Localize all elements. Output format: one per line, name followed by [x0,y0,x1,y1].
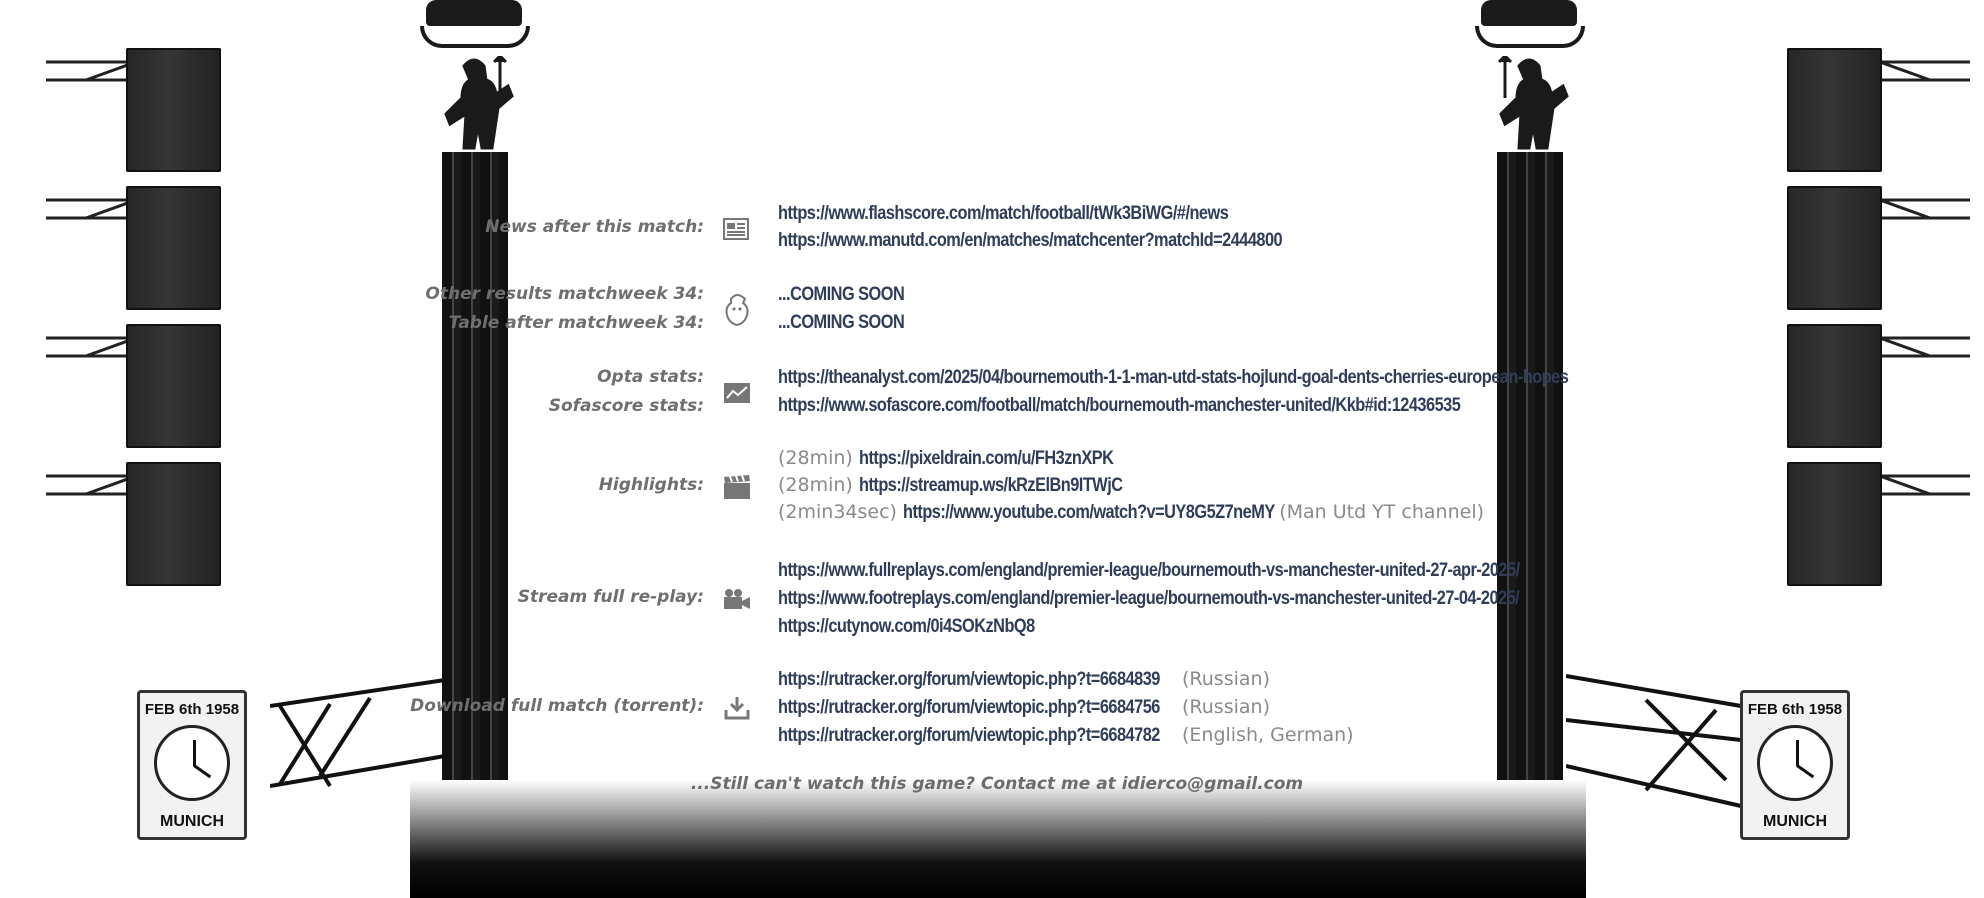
left-speaker-stack [126,48,221,600]
replay-link-footreplays[interactable]: https://www.footreplays.com/england/prem… [778,588,1520,609]
red-devil-icon [444,56,514,150]
chart-icon [722,378,752,408]
torrent-language: (Russian) [1182,696,1270,718]
left-pillar [420,0,530,898]
highlights-label: Highlights: [598,475,704,495]
download-links: https://rutracker.org/forum/viewtopic.ph… [778,666,1354,750]
pillar-scroll [1475,26,1585,48]
sofascore-link[interactable]: https://www.sofascore.com/football/match… [778,395,1461,416]
speaker [1787,462,1882,586]
news-link-flashscore[interactable]: https://www.flashscore.com/match/footbal… [778,203,1229,224]
torrent-link[interactable]: https://rutracker.org/forum/viewtopic.ph… [778,697,1160,718]
clock-date: FEB 6th 1958 [1747,701,1843,718]
highlight-link-pixeldrain[interactable]: https://pixeldrain.com/u/FH3znXPK [858,448,1114,469]
right-truss-icon [1880,60,1970,496]
right-pillar [1475,0,1585,898]
left-truss-icon [46,60,136,496]
video-camera-icon [722,584,752,614]
highlight-source-note: (Man Utd YT channel) [1279,501,1485,523]
newspaper-icon [722,214,752,244]
highlight-duration: (28min) [778,474,853,496]
speaker [1787,186,1882,310]
left-clock-truss-icon [270,678,446,788]
table-value: ...COMING SOON [778,312,905,333]
opta-label: Opta stats: [597,367,704,387]
table-label: Table after matchweek 34: [448,313,704,333]
stage-floor-gradient [410,780,1586,898]
torrent-link[interactable]: https://rutracker.org/forum/viewtopic.ph… [778,725,1160,746]
highlight-duration: (2min34sec) [778,501,897,523]
opta-link[interactable]: https://theanalyst.com/2025/04/bournemou… [778,367,1569,388]
highlight-link-streamup[interactable]: https://streamup.ws/kRzElBn9ITWjC [858,475,1123,496]
munich-clock: FEB 6th 1958 MUNICH [137,690,247,840]
replay-link-fullreplays[interactable]: https://www.fullreplays.com/england/prem… [778,560,1520,581]
highlight-duration: (28min) [778,447,853,469]
pillar-shaft [1497,152,1563,898]
torrent-language: (English, German) [1182,724,1354,746]
right-speaker-stack [1787,48,1882,600]
replay-link-cutynow[interactable]: https://cutynow.com/0i4SOKzNbQ8 [778,616,1035,637]
pillar-scroll [420,26,530,48]
contact-message: ...Still can't watch this game? Contact … [690,774,1304,794]
news-label: News after this match: [485,217,704,237]
torrent-link[interactable]: https://rutracker.org/forum/viewtopic.ph… [778,669,1160,690]
results-values: ...COMING SOON ...COMING SOON [778,281,925,337]
right-clock-truss-icon [1566,674,1742,808]
clock-face-icon [1757,725,1833,801]
red-devil-icon [1497,56,1569,150]
speaker [126,186,221,310]
speaker [1787,324,1882,448]
clapperboard-icon [722,472,752,502]
speaker [1787,48,1882,172]
sofascore-label: Sofascore stats: [548,396,704,416]
munich-clock: FEB 6th 1958 MUNICH [1740,690,1850,840]
speaker [126,48,221,172]
other-results-label: Other results matchweek 34: [425,284,704,304]
download-icon [722,693,752,723]
torrent-language: (Russian) [1182,668,1270,690]
clock-city: MUNICH [160,813,224,830]
news-link-manutd[interactable]: https://www.manutd.com/en/matches/matchc… [778,230,1283,251]
other-results-value: ...COMING SOON [778,284,905,305]
highlights-links: (28min)https://pixeldrain.com/u/FH3znXPK… [778,445,1484,526]
news-links: https://www.flashscore.com/match/footbal… [778,200,1364,254]
replay-links: https://www.fullreplays.com/england/prem… [778,557,1640,641]
pillar-capital [426,0,522,26]
speaker [126,462,221,586]
highlight-link-youtube[interactable]: https://www.youtube.com/watch?v=UY8G5Z7n… [902,502,1275,523]
stats-links: https://theanalyst.com/2025/04/bournemou… [778,364,1697,420]
pillar-shaft [442,152,508,898]
premier-league-lion-icon [722,294,752,327]
pillar-capital [1481,0,1577,26]
speaker [126,324,221,448]
clock-date: FEB 6th 1958 [144,701,240,718]
download-label: Download full match (torrent): [410,696,704,716]
clock-city: MUNICH [1763,813,1827,830]
replay-label: Stream full re-play: [517,587,704,607]
clock-face-icon [154,725,230,801]
